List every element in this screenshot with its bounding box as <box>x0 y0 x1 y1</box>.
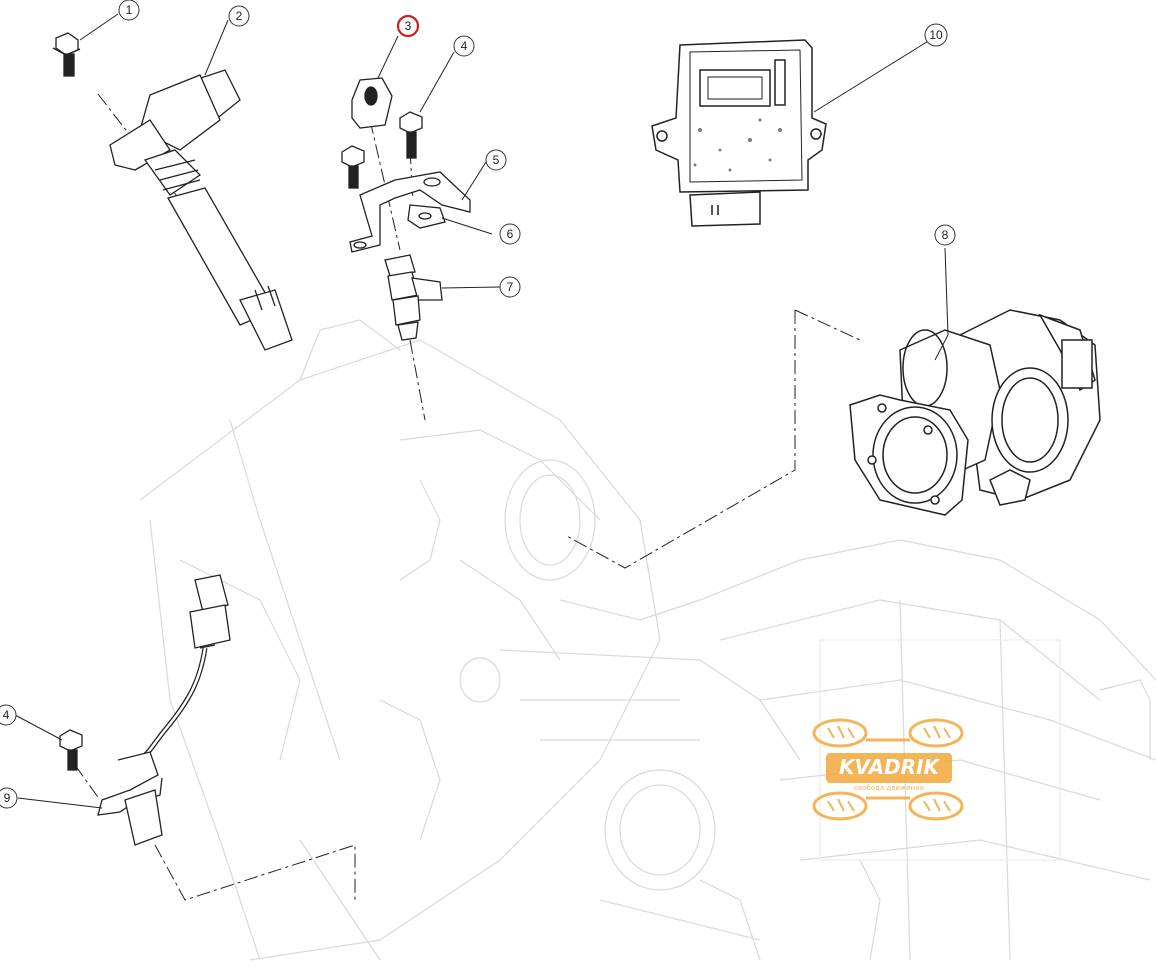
logo-tire-icon <box>812 718 964 821</box>
callout-3-highlighted: 3 <box>396 14 420 38</box>
callout-5: 5 <box>485 149 507 171</box>
fuel-injector-part-7 <box>384 254 443 341</box>
bolt-part-4-lower <box>59 729 83 771</box>
callout-8: 8 <box>934 224 956 246</box>
callout-7: 7 <box>499 276 521 298</box>
callout-2: 2 <box>228 5 250 27</box>
callout-label: 8 <box>942 228 949 242</box>
callout-label: 5 <box>493 153 500 167</box>
ignition-coil-part-2 <box>109 69 293 351</box>
callout-4-lower: 4 <box>0 704 17 726</box>
ecu-module-part-10 <box>651 39 827 227</box>
callout-label: 9 <box>4 791 11 805</box>
bolt-part-1 <box>52 32 81 77</box>
callout-label: 6 <box>507 227 514 241</box>
callout-label: 2 <box>236 9 243 23</box>
callout-label: 3 <box>405 19 412 33</box>
callout-label: 4 <box>3 708 10 722</box>
kvadrik-logo: KVADRIK свобода движения <box>812 718 964 821</box>
callout-6: 6 <box>499 223 521 245</box>
callout-10: 10 <box>924 23 948 47</box>
callout-label: 1 <box>126 3 133 17</box>
callout-9: 9 <box>0 787 18 809</box>
callout-4: 4 <box>453 35 475 57</box>
callout-label: 7 <box>507 280 514 294</box>
leader-lines <box>14 13 949 809</box>
callout-1: 1 <box>118 0 140 21</box>
throttle-body-part-8 <box>849 309 1101 516</box>
callout-bubbles: 1 2 3 4 5 6 7 8 <box>0 0 956 809</box>
engine-background-drawing <box>139 319 1156 961</box>
callout-label: 4 <box>461 39 468 53</box>
callout-label: 10 <box>929 28 943 42</box>
logo-brand-text: KVADRIK <box>839 755 941 779</box>
bracket-part-5-6 <box>349 171 471 253</box>
logo-tagline-text: свобода движения <box>854 784 924 792</box>
sensor-part-3 <box>351 77 393 129</box>
speed-sensor-part-9 <box>97 574 231 846</box>
bolts-part-4-upper <box>341 111 423 189</box>
